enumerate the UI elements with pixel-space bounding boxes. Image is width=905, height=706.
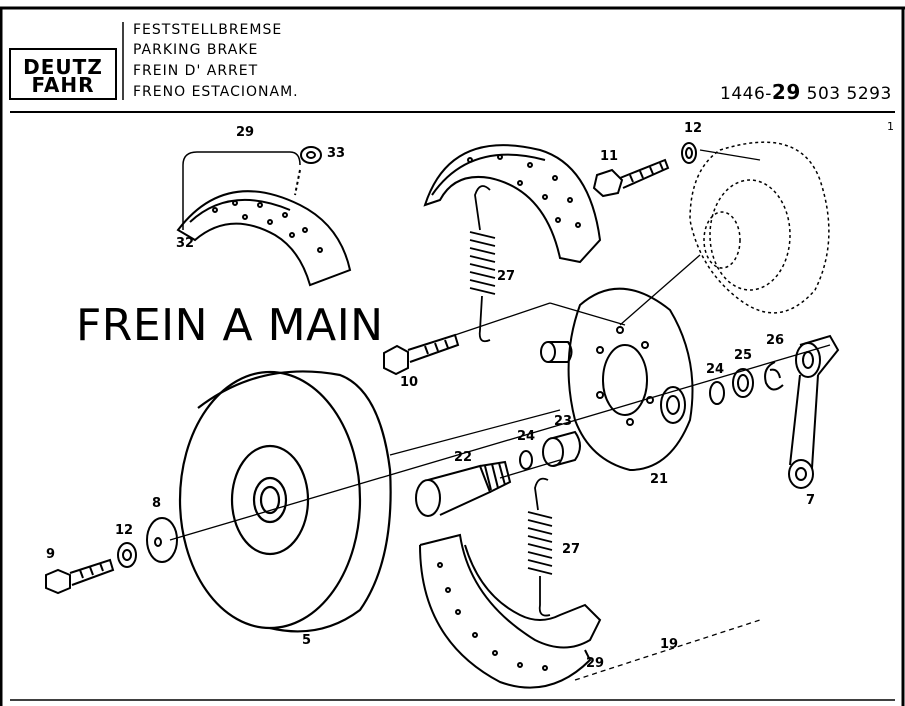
assembly-axis-lines [169, 149, 831, 541]
bolt-11 [592, 158, 670, 198]
callout-21: 21 [650, 472, 669, 487]
bolt-9 [45, 558, 115, 595]
bolt-10 [383, 333, 460, 376]
deutz-fahr-logo: DEUTZ FAHR [9, 48, 117, 100]
callout-29-bottom: 29 [586, 656, 605, 671]
lever-7 [788, 334, 840, 489]
callout-23: 23 [554, 414, 573, 429]
lock-washer-12-bottom [117, 542, 137, 568]
title-german: FESTSTELLBREMSE [133, 22, 283, 38]
cam-shaft-22 [415, 460, 512, 517]
callout-12-top: 12 [684, 121, 703, 136]
callout-8: 8 [152, 496, 162, 511]
callout-5: 5 [302, 633, 312, 648]
bushing-23 [542, 430, 581, 467]
pivot-pin [540, 341, 573, 363]
callout-33: 33 [327, 146, 346, 161]
logo-line-1: DEUTZ [23, 55, 103, 79]
callout-27-lower: 27 [562, 542, 581, 557]
brake-shoe-upper [423, 144, 602, 264]
circlip-26 [764, 361, 784, 391]
o-ring-24-upper [709, 381, 725, 405]
callout-11: 11 [600, 149, 619, 164]
logo-line-2: FAHR [31, 73, 95, 97]
spring-27-lower [527, 477, 553, 617]
callout-26: 26 [766, 333, 785, 348]
page-number: 1 [887, 120, 894, 133]
rivet-33 [294, 146, 322, 196]
callout-7: 7 [806, 493, 816, 508]
callout-29-top: 29 [236, 125, 255, 140]
overlay-label: FREIN A MAIN [76, 300, 384, 351]
title-french: FREIN D' ARRET [133, 63, 259, 79]
title-english: PARKING BRAKE [133, 42, 259, 58]
part-number: 1446-29 503 5293 [720, 80, 892, 104]
leader-19 [574, 619, 761, 681]
backing-plate-21 [567, 287, 694, 472]
brake-drum-5 [178, 370, 392, 633]
lock-washer-12-top [681, 142, 697, 164]
part-number-prefix: 1446- [720, 84, 772, 104]
brake-shoe-lower [419, 533, 602, 689]
callout-24-lower: 24 [517, 429, 536, 444]
washer-8 [146, 517, 178, 563]
callout-22: 22 [454, 450, 473, 465]
part-number-bold: 29 [771, 80, 801, 104]
callout-10: 10 [400, 375, 419, 390]
brake-lining-shoe-32 [176, 190, 352, 287]
callout-19: 19 [660, 637, 679, 652]
callout-32: 32 [176, 236, 195, 251]
spring-27-upper [469, 185, 496, 343]
seal-25 [732, 368, 754, 398]
part-number-rest: 503 5293 [800, 84, 892, 104]
callout-24-upper: 24 [706, 362, 725, 377]
callout-27-upper: 27 [497, 269, 516, 284]
o-ring-24-lower [519, 450, 533, 470]
callout-12-bottom: 12 [115, 523, 134, 538]
callout-25: 25 [734, 348, 753, 363]
callout-9: 9 [46, 547, 56, 562]
title-spanish: FRENO ESTACIONAM. [133, 84, 299, 100]
axle-hub-dotted [689, 141, 830, 314]
